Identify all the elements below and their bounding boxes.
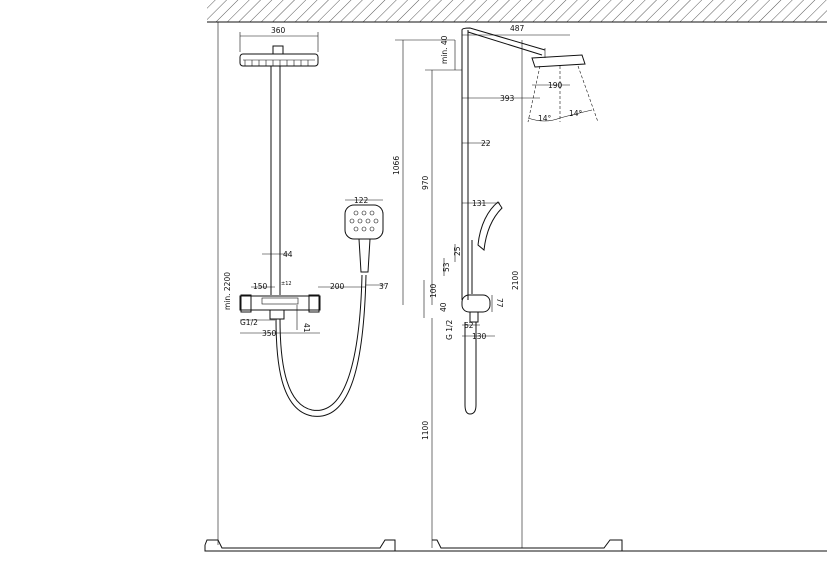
dim-970: 970: [421, 175, 430, 190]
dim-1066: 1066: [392, 156, 401, 175]
dim-2200: min. 2200: [223, 272, 232, 310]
side-view: 487 min. 40 190 393 14° 14° 22 1066 970 …: [392, 24, 623, 551]
angle-right: 14°: [569, 109, 583, 118]
dim-37: 37: [379, 282, 389, 291]
dim-150: 150: [253, 282, 268, 291]
dim-360: 360: [271, 26, 286, 35]
dim-1100: 1100: [421, 421, 430, 440]
side-dimensions: 487 min. 40 190 393 14° 14° 22 1066 970 …: [392, 24, 593, 548]
thermostat: [239, 294, 321, 320]
hand-shower: [344, 204, 384, 273]
dim-53: 53: [442, 262, 451, 272]
dim-40: 40: [439, 302, 448, 312]
dim-122: 122: [354, 196, 369, 205]
side-riser: [461, 27, 546, 300]
dim-41: 41: [302, 323, 311, 333]
dim-77: 77: [495, 298, 504, 308]
side-hose: [464, 322, 477, 415]
side-head: [527, 48, 599, 123]
dim-200: 200: [330, 282, 345, 291]
dim-g12-side: G 1/2: [445, 320, 454, 340]
dim-22: 22: [481, 139, 491, 148]
dim-393: 393: [500, 94, 515, 103]
dim-131: 131: [472, 199, 487, 208]
front-view: 360 min. 2200 44 122 150 ±12 200 37 41 G…: [204, 22, 827, 552]
dim-487: 487: [510, 24, 525, 33]
dim-350: 350: [262, 329, 277, 338]
side-thermostat: [461, 294, 491, 323]
angle-left: 14°: [538, 114, 552, 123]
side-hand-shower: [471, 201, 503, 294]
dim-min40: min. 40: [440, 35, 449, 64]
side-tray: [432, 539, 623, 551]
front-dimensions: 360 min. 2200 44 122 150 ±12 200 37 41 G…: [217, 22, 389, 545]
dim-2100: 2100: [511, 271, 520, 290]
overhead-shower-head: [239, 45, 319, 67]
dim-100: 100: [429, 283, 438, 298]
ceiling: [207, 0, 827, 23]
dim-44: 44: [283, 250, 293, 259]
dim-25: 25: [453, 246, 462, 256]
dim-g12: G1/2: [240, 318, 258, 327]
dim-62: 62: [464, 321, 474, 330]
dim-130: 130: [472, 332, 487, 341]
front-tray: [204, 545, 827, 552]
shower-hose: [275, 274, 367, 417]
riser-pipe: [270, 66, 281, 295]
dim-190: 190: [548, 81, 563, 90]
dim-tol: ±12: [281, 281, 292, 287]
